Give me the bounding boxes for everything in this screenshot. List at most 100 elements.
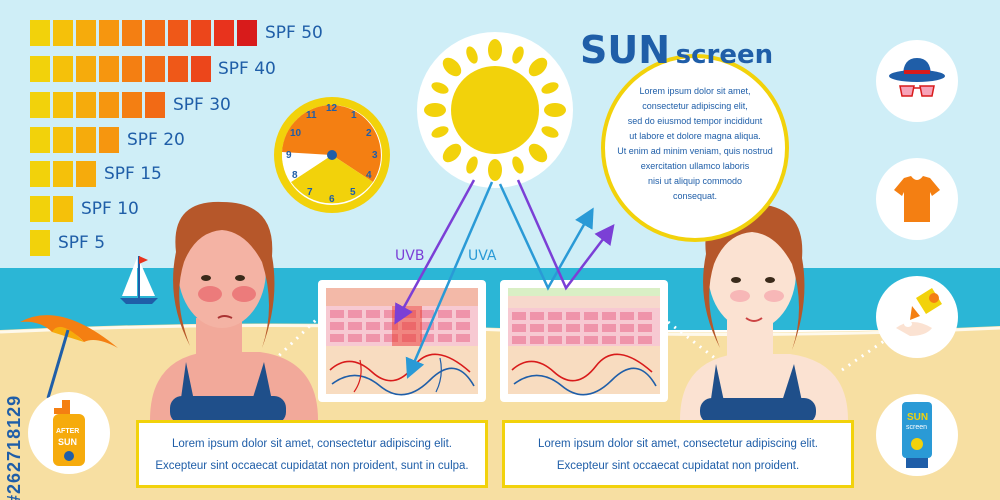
spf-bar-15 — [30, 161, 96, 187]
spf-bar-10 — [30, 196, 73, 222]
tube-label-2: screen — [906, 424, 928, 431]
spf-cell — [76, 127, 96, 153]
spf-cell — [76, 161, 96, 187]
clock-number: 9 — [286, 150, 292, 161]
spf-cell — [53, 161, 73, 187]
spf-cell — [191, 20, 211, 46]
left-box-line-1: Lorem ipsum dolor sit amet, consectetur … — [172, 438, 452, 450]
spf-cell — [99, 127, 119, 153]
spf-cell — [145, 92, 165, 118]
spf-label: SPF 5 — [58, 233, 106, 253]
sailboat-icon — [120, 256, 158, 304]
clock-icon — [274, 97, 390, 213]
right-box-line-2: Excepteur sint occaecat cupidatat non pr… — [556, 460, 800, 472]
spf-cell — [99, 92, 119, 118]
title-screen: screen — [675, 40, 774, 70]
clock-number: 2 — [366, 128, 372, 139]
beach-umbrella-icon — [20, 315, 118, 399]
left-box-line-2: Excepteur sint occaecat cupidatat non pr… — [155, 460, 469, 472]
clock-number: 4 — [366, 170, 372, 181]
spf-cell — [99, 20, 119, 46]
spf-bar-20 — [30, 127, 119, 153]
spf-bar-5 — [30, 230, 50, 256]
skin-section-protected — [500, 280, 668, 402]
clock-number: 6 — [329, 194, 335, 205]
sun-icon — [417, 32, 573, 188]
clock-number: 8 — [292, 170, 298, 181]
right-box-line-1: Lorem ipsum dolor sit amet, consectetur … — [538, 438, 818, 450]
spf-cell — [237, 20, 257, 46]
spf-label: SPF 40 — [218, 59, 276, 79]
spf-cell — [53, 56, 73, 82]
info-line: Ut enim ad minim veniam, quis nostrud — [617, 146, 773, 156]
clock-number: 10 — [290, 128, 302, 139]
spf-cell — [99, 56, 119, 82]
spf-bar-40 — [30, 56, 211, 82]
spf-bar-30 — [30, 92, 165, 118]
clock-number: 11 — [306, 110, 317, 121]
uv-rays — [394, 179, 615, 379]
spf-bar-50 — [30, 20, 257, 46]
info-circle — [601, 54, 789, 242]
spf-label: SPF 50 — [265, 23, 323, 43]
spf-cell — [76, 20, 96, 46]
info-line: nisi ut aliquip commodo — [647, 176, 743, 186]
spf-cell — [53, 127, 73, 153]
spf-cell — [30, 230, 50, 256]
right-text-box: Lorem ipsum dolor sit amet, consectetur … — [502, 420, 854, 488]
info-line: Lorem ipsum dolor sit amet, — [639, 86, 751, 96]
spf-cell — [168, 56, 188, 82]
clock-number: 5 — [350, 187, 356, 198]
uva-label: UVA — [468, 248, 497, 264]
sunscreen-tube-icon — [902, 402, 932, 468]
tube-circle: SUN screen — [876, 394, 958, 476]
spf-cell — [76, 92, 96, 118]
cream-circle — [876, 276, 958, 358]
spf-cell — [30, 161, 50, 187]
spf-label: SPF 10 — [81, 199, 139, 219]
spf-label: SPF 30 — [173, 95, 231, 115]
spf-cell — [53, 20, 73, 46]
spf-cell — [145, 56, 165, 82]
tshirt-icon — [894, 176, 940, 222]
skin-section-damaged — [318, 280, 486, 402]
spf-cell — [30, 20, 50, 46]
info-line: ut labore et dolore magna aliqua. — [629, 131, 761, 141]
tube-label-1: SUN — [907, 412, 929, 423]
spf-cell — [76, 56, 96, 82]
spf-cell — [30, 92, 50, 118]
spf-cell — [145, 20, 165, 46]
clock-number: 12 — [326, 103, 338, 114]
spf-cell — [53, 92, 73, 118]
spf-cell — [191, 56, 211, 82]
info-line: sed do eiusmod tempor incididunt — [627, 116, 763, 126]
spf-cell — [30, 56, 50, 82]
hat-sunglasses-icon — [889, 58, 945, 97]
after-sun-label-1: AFTER — [56, 428, 80, 435]
hat-circle — [876, 40, 958, 122]
spf-cell — [122, 92, 142, 118]
info-line: consectetur adipiscing elit, — [642, 101, 748, 111]
clock-number: 7 — [307, 187, 313, 198]
left-text-box: Lorem ipsum dolor sit amet, consectetur … — [136, 420, 488, 488]
info-circle-text: Lorem ipsum dolor sit amet, consectetur … — [612, 84, 778, 204]
info-line: consequat. — [672, 191, 718, 201]
after-sun-circle: AFTER SUN — [28, 392, 110, 474]
title-sun: SUN — [580, 28, 671, 72]
clock-number: 1 — [351, 110, 357, 121]
sunburned-woman-figure — [150, 201, 318, 424]
stock-id-watermark: #262718129 — [4, 394, 24, 500]
spf-cell — [30, 127, 50, 153]
spf-cell — [122, 20, 142, 46]
spf-cell — [53, 196, 73, 222]
applying-cream-icon — [896, 288, 942, 336]
spf-cell — [168, 20, 188, 46]
spf-cell — [214, 20, 234, 46]
spf-label: SPF 20 — [127, 130, 185, 150]
tshirt-circle — [876, 158, 958, 240]
spf-cell — [122, 56, 142, 82]
page-title: SUN screen — [580, 28, 773, 72]
info-line: exercitation ullamco laboris — [640, 161, 750, 171]
after-sun-label-2: SUN — [58, 437, 78, 447]
